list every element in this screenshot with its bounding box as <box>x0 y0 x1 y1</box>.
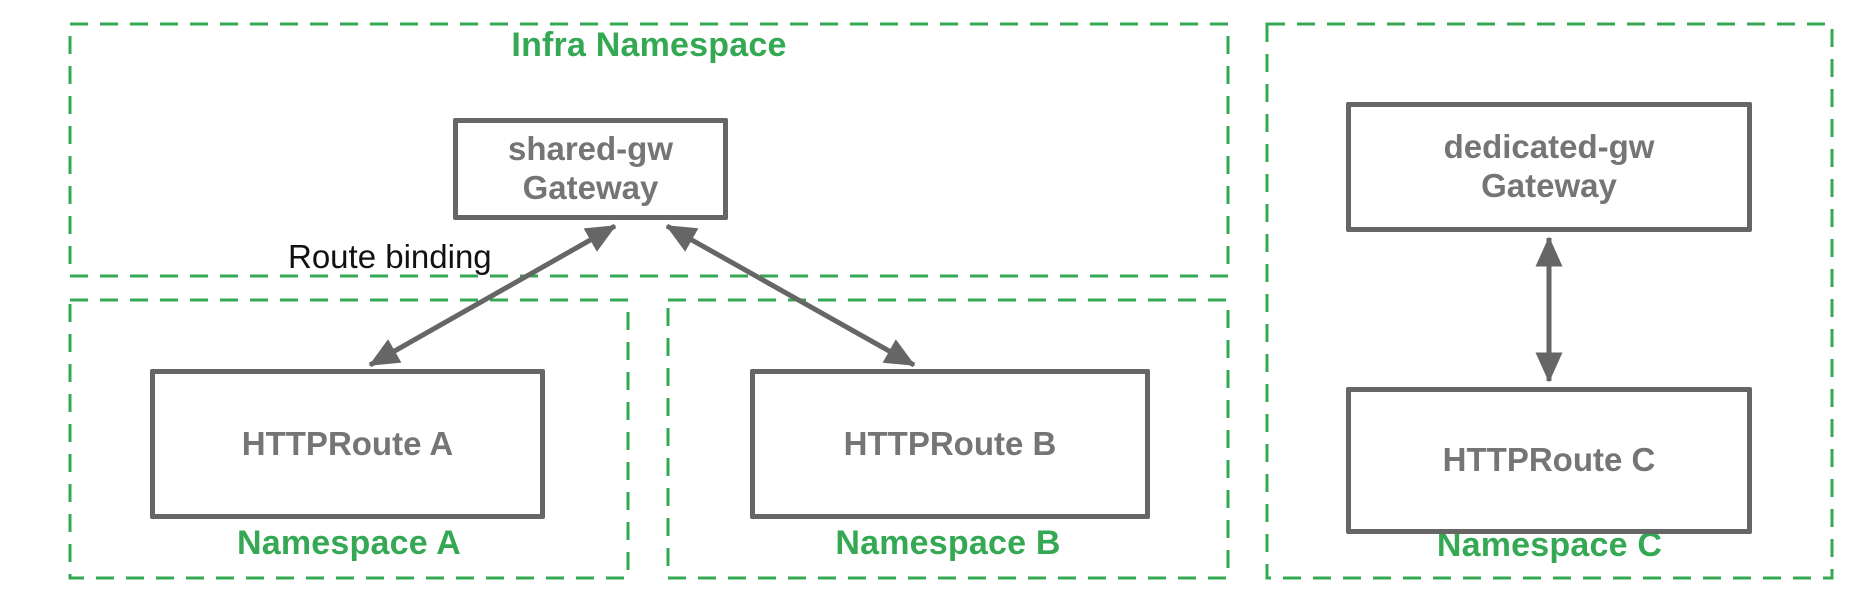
namespace-a-border <box>68 298 630 580</box>
namespace-a-label: Namespace A <box>237 524 461 562</box>
namespace-b-label: Namespace B <box>835 524 1061 562</box>
httproute-c-node: HTTPRoute C <box>1346 387 1752 534</box>
dedicated-gw-gateway-node: dedicated-gw Gateway <box>1346 102 1752 232</box>
namespace-infra-border <box>68 22 1230 278</box>
shared-gw-gateway-node: shared-gw Gateway <box>453 118 728 220</box>
namespace-c-border <box>1265 22 1834 580</box>
dedicated-gw-gateway-name: dedicated-gw <box>1443 128 1655 166</box>
httproute-b-node: HTTPRoute B <box>750 369 1150 519</box>
shared-gw-gateway-type: Gateway <box>522 169 659 206</box>
namespace-b-border <box>666 298 1230 580</box>
httproute-a-node: HTTPRoute A <box>150 369 545 519</box>
httproute-b-label: HTTPRoute B <box>843 424 1057 462</box>
arrow-shared-gw-to-httproute-a <box>368 223 617 368</box>
dedicated-gw-gateway-type: Gateway <box>1481 167 1617 204</box>
httproute-c-label: HTTPRoute C <box>1442 441 1656 479</box>
shared-gw-gateway-name: shared-gw <box>507 130 674 168</box>
namespace-infra-label: Infra Namespace <box>511 26 787 64</box>
arrow-shared-gw-to-httproute-b <box>665 223 916 368</box>
route-binding-annotation: Route binding <box>288 238 492 275</box>
httproute-a-label: HTTPRoute A <box>241 424 454 462</box>
